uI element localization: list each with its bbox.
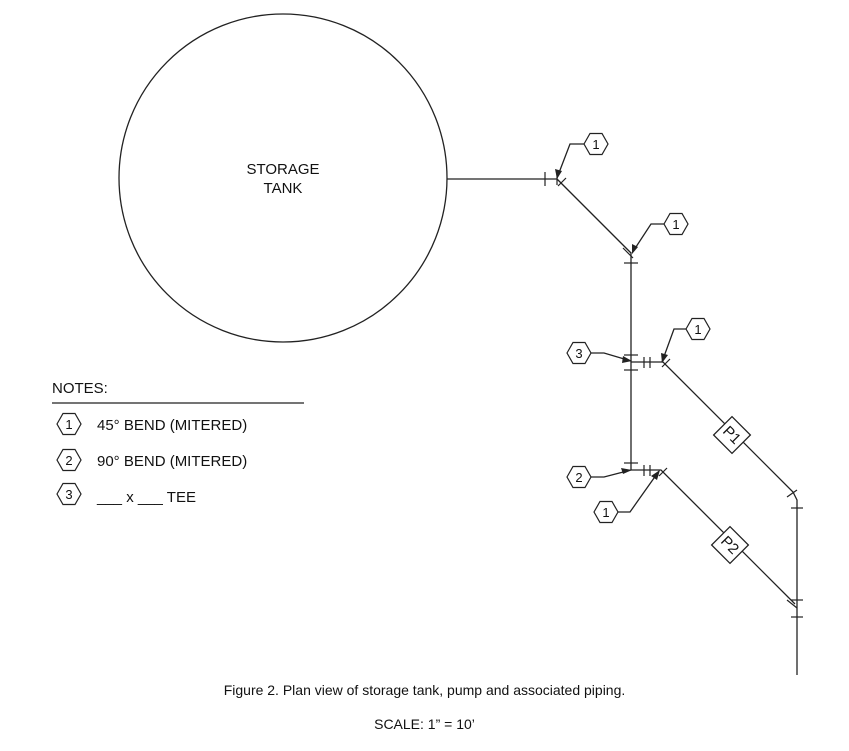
tank-label-line1: STORAGE [246,161,319,178]
callout-1-bottom: 1 [593,500,619,524]
note-1-text: 45° BEND (MITERED) [97,417,247,434]
storage-tank: STORAGE TANK [118,13,448,343]
callout-1-top-label: 1 [592,137,599,152]
notes-heading: NOTES: [52,380,108,397]
callout-3-label: 3 [575,346,582,361]
note-2: 2 90° BEND (MITERED) [56,448,247,472]
callout-2: 2 [566,465,592,489]
diagonal-pipe-upper [556,178,632,254]
note-2-text: 90° BEND (MITERED) [97,453,247,470]
callout-1-top: 1 [583,132,609,156]
tank-label-line2: TANK [264,180,303,197]
note-2-symbol: 2 [65,453,72,468]
callout-1-third: 1 [685,317,711,341]
callout-3: 3 [566,341,592,365]
pipe-joints [544,172,803,618]
branch-pipe-p1 [631,361,798,612]
callout-1-second-label: 1 [672,217,679,232]
figure-caption: Figure 2. Plan view of storage tank, pum… [223,682,626,698]
callout-1-third-label: 1 [694,322,701,337]
note-1-symbol: 1 [65,417,72,432]
note-1: 1 45° BEND (MITERED) [56,412,247,436]
callout-2-label: 2 [575,470,582,485]
note-3: 3 ___ x ___ TEE [56,482,196,506]
scale-label: SCALE: 1” = 10’ [374,716,475,732]
branch-pipe-p2 [631,469,796,605]
notes-legend: NOTES: 1 45° BEND (MITERED) 2 90° BEND (… [52,380,304,506]
note-3-text: ___ x ___ TEE [96,489,196,506]
callout-1-bottom-label: 1 [602,505,609,520]
piping-network [447,172,803,675]
callout-1-second: 1 [663,212,689,236]
pump-p1: P1 [712,415,752,455]
callout-leaders [555,143,686,513]
pump-p2: P2 [710,525,750,565]
note-3-symbol: 3 [65,487,72,502]
